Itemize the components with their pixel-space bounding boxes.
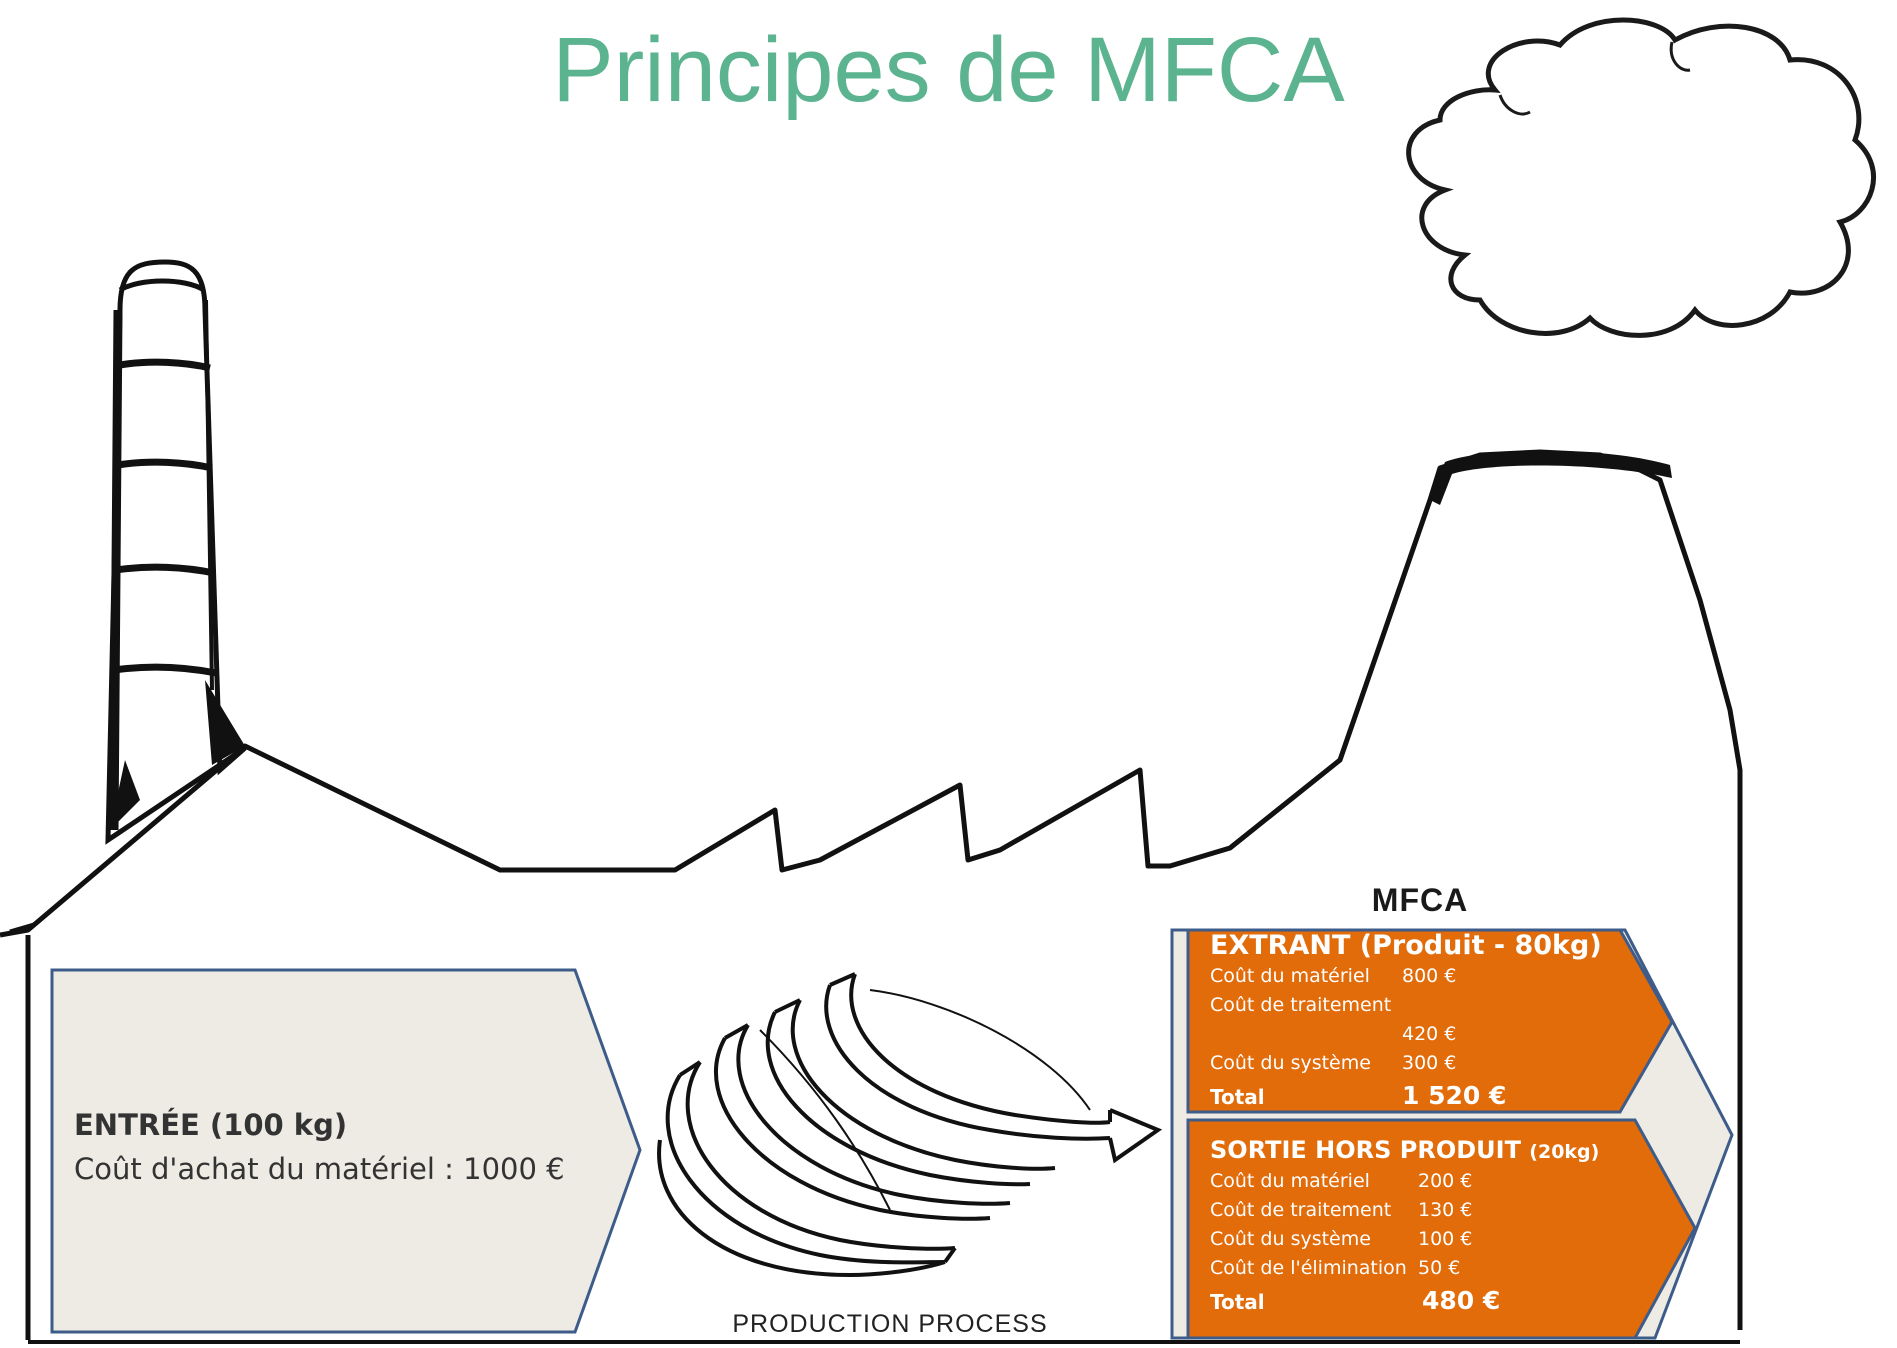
row-label: Coût de l'élimination xyxy=(1210,1257,1407,1279)
mfca-label: MFCA xyxy=(1371,882,1469,918)
extrant-title: EXTRANT (Produit - 80kg) xyxy=(1210,930,1602,961)
extrant-box xyxy=(1186,928,1674,1114)
chimney-icon xyxy=(105,259,247,845)
production-process-label: PRODUCTION PROCESS xyxy=(732,1310,1048,1338)
page-title: Principes de MFCA xyxy=(552,19,1345,121)
total-label: Total xyxy=(1210,1085,1265,1109)
sortie-content: SORTIE HORS PRODUIT (20kg) Coût du matér… xyxy=(1210,1136,1599,1315)
sortie-title-small: (20kg) xyxy=(1529,1141,1600,1163)
row-value: 200 € xyxy=(1418,1170,1473,1192)
entree-cost-line: Coût d'achat du matériel : 1000 € xyxy=(74,1152,565,1186)
row-label: Coût du système xyxy=(1210,1052,1371,1074)
row-value: 300 € xyxy=(1402,1052,1457,1074)
sortie-total-row: Total 480 € xyxy=(1210,1286,1599,1315)
row-value: 800 € xyxy=(1402,965,1457,987)
row-label: Coût du matériel xyxy=(1210,1170,1370,1192)
row-label: Coût de traitement xyxy=(1210,1199,1392,1221)
sortie-row: Coût du système 100 € xyxy=(1210,1228,1599,1257)
sortie-row: Coût du matériel 200 € xyxy=(1210,1170,1599,1199)
extrant-total-row: Total 1 520 € xyxy=(1210,1081,1602,1110)
extrant-row: Coût du système 300 € xyxy=(1210,1052,1602,1081)
sortie-box xyxy=(1186,1118,1697,1340)
total-value: 1 520 € xyxy=(1402,1081,1507,1110)
extrant-row: Coût de traitement xyxy=(1210,994,1602,1023)
sortie-row: Coût de l'élimination 50 € xyxy=(1210,1257,1599,1286)
sortie-title-main: SORTIE HORS PRODUIT xyxy=(1210,1136,1521,1164)
extrant-row: 420 € xyxy=(1210,1023,1602,1052)
total-label: Total xyxy=(1210,1290,1265,1314)
sortie-title: SORTIE HORS PRODUIT (20kg) xyxy=(1210,1136,1599,1164)
total-value: 480 € xyxy=(1422,1286,1501,1315)
row-label: Coût du matériel xyxy=(1210,965,1370,987)
row-value: 50 € xyxy=(1418,1257,1461,1279)
entree-arrow-box xyxy=(50,968,642,1334)
production-process-icon xyxy=(657,972,1163,1278)
extrant-row: Coût du matériel 800 € xyxy=(1210,965,1602,994)
row-value: 100 € xyxy=(1418,1228,1473,1250)
sortie-row: Coût de traitement 130 € xyxy=(1210,1199,1599,1228)
row-value: 420 € xyxy=(1402,1023,1457,1045)
row-value: 130 € xyxy=(1418,1199,1473,1221)
row-label: Coût de traitement xyxy=(1210,994,1392,1016)
row-label: Coût du système xyxy=(1210,1228,1371,1250)
extrant-content: EXTRANT (Produit - 80kg) Coût du matérie… xyxy=(1210,930,1602,1110)
smoke-cloud-icon xyxy=(1406,17,1876,338)
factory-roof xyxy=(0,449,1743,1330)
entree-text: ENTRÉE (100 kg) Coût d'achat du matériel… xyxy=(74,1108,594,1186)
entree-title: ENTRÉE (100 kg) xyxy=(74,1108,348,1142)
